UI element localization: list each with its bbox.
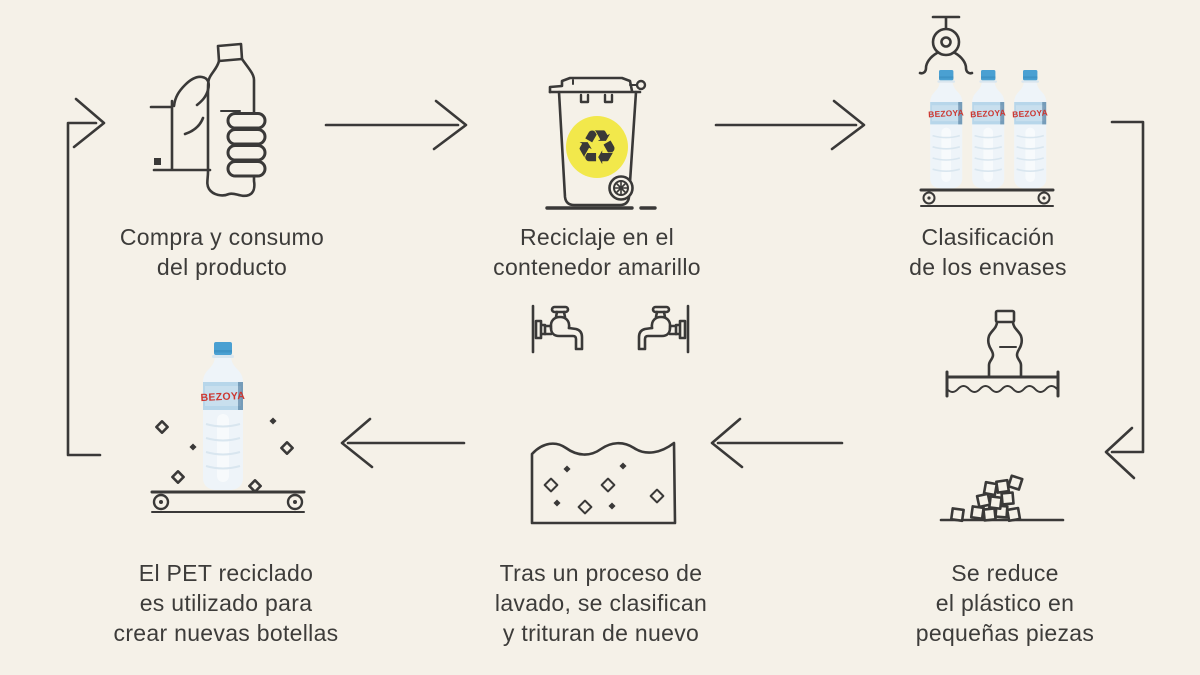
label-line: El PET reciclado: [138, 560, 314, 586]
plastic-pieces-pile-icon: [939, 474, 1065, 523]
faucet-left-icon: [531, 304, 584, 354]
step-3-label: Clasificación de los envases: [828, 222, 1148, 282]
arrow-step5-to-step6: [340, 417, 466, 469]
label-line: contenedor amarillo: [493, 254, 701, 280]
label-line: del producto: [156, 254, 288, 280]
label-line: Compra y consumo: [119, 224, 325, 250]
yellow-circle: [566, 116, 628, 178]
conveyor-belt: [150, 490, 306, 513]
label-line: es utilizado para: [139, 590, 313, 616]
bezoya-bottle-1: [927, 69, 965, 190]
recycled-bottle-conveyor-icon: [150, 341, 306, 513]
bottles-conveyor-claw-icon: [918, 15, 1055, 207]
label-line: crear nuevas botellas: [113, 620, 339, 646]
label-line: el plástico en: [935, 590, 1075, 616]
bezoya-bottle-new: [199, 341, 247, 491]
label-line: Tras un proceso de: [499, 560, 703, 586]
arrow-step3-to-step4: [1104, 120, 1145, 480]
arrow-step6-to-step1: [66, 97, 106, 457]
step-2-label: Reciclaje en el contenedor amarillo: [437, 222, 757, 282]
step-4-label: Se reduce el plástico en pequeñas piezas: [845, 558, 1165, 648]
faucet-right-icon: [637, 304, 690, 354]
sparkles: [155, 417, 294, 493]
label-line: Clasificación: [921, 224, 1055, 250]
recycling-bin-icon: ♻: [545, 76, 657, 210]
arrow-step2-to-step3: [714, 99, 866, 151]
flotation-bottle-icon: [945, 309, 1060, 398]
conveyor-belt: [919, 188, 1055, 207]
label-line: Reciclaje en el: [519, 224, 675, 250]
arrow-step4-to-step5: [710, 417, 844, 469]
step-1-label: Compra y consumo del producto: [62, 222, 382, 282]
label-line: Se reduce: [951, 560, 1059, 586]
recycle-symbol-icon: ♻: [575, 120, 618, 176]
bezoya-bottle-3: [1011, 69, 1049, 190]
arrow-step1-to-step2: [324, 99, 468, 151]
faucets-icon: [531, 304, 690, 354]
label-line: y trituran de nuevo: [502, 620, 700, 646]
washing-tank-icon: [530, 441, 677, 525]
claw-icon: [918, 15, 974, 75]
step-5-label: Tras un proceso de lavado, se clasifican…: [441, 558, 761, 648]
step-6-label: El PET reciclado es utilizado para crear…: [66, 558, 386, 648]
label-line: de los envases: [909, 254, 1067, 280]
label-line: pequeñas piezas: [915, 620, 1095, 646]
bezoya-bottle-2: [969, 69, 1007, 190]
label-line: lavado, se clasifican: [494, 590, 708, 616]
hand-holding-bottle-icon: [149, 42, 267, 198]
